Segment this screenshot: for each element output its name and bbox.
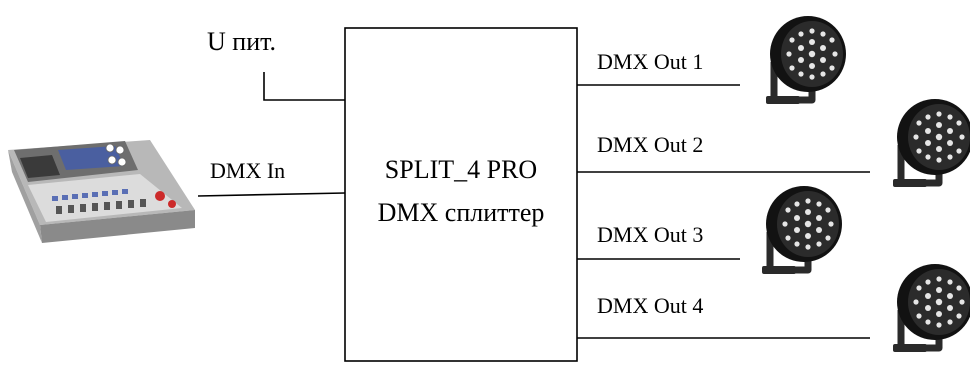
dmx-out-1-label: DMX Out 1	[597, 49, 703, 74]
device-type: DMX сплиттер	[378, 198, 545, 227]
dmx-in-line	[197, 192, 346, 197]
power-label: U пит.	[207, 27, 276, 56]
splitter-box	[344, 27, 578, 362]
dmx-out-3-label: DMX Out 3	[597, 222, 703, 247]
led-spotlight-icon	[766, 16, 846, 104]
dmx-out-4-label: DMX Out 4	[597, 293, 703, 318]
dmx-out-2-label: DMX Out 2	[597, 132, 703, 157]
led-spotlight-icon	[893, 264, 970, 352]
lighting-console-icon	[8, 140, 195, 243]
led-spotlight-icon	[762, 186, 842, 274]
device-name: SPLIT_4 PRO	[385, 155, 537, 184]
led-spotlight-icon	[893, 99, 970, 187]
power-line	[263, 72, 345, 101]
dmx-in-label: DMX In	[210, 158, 285, 183]
